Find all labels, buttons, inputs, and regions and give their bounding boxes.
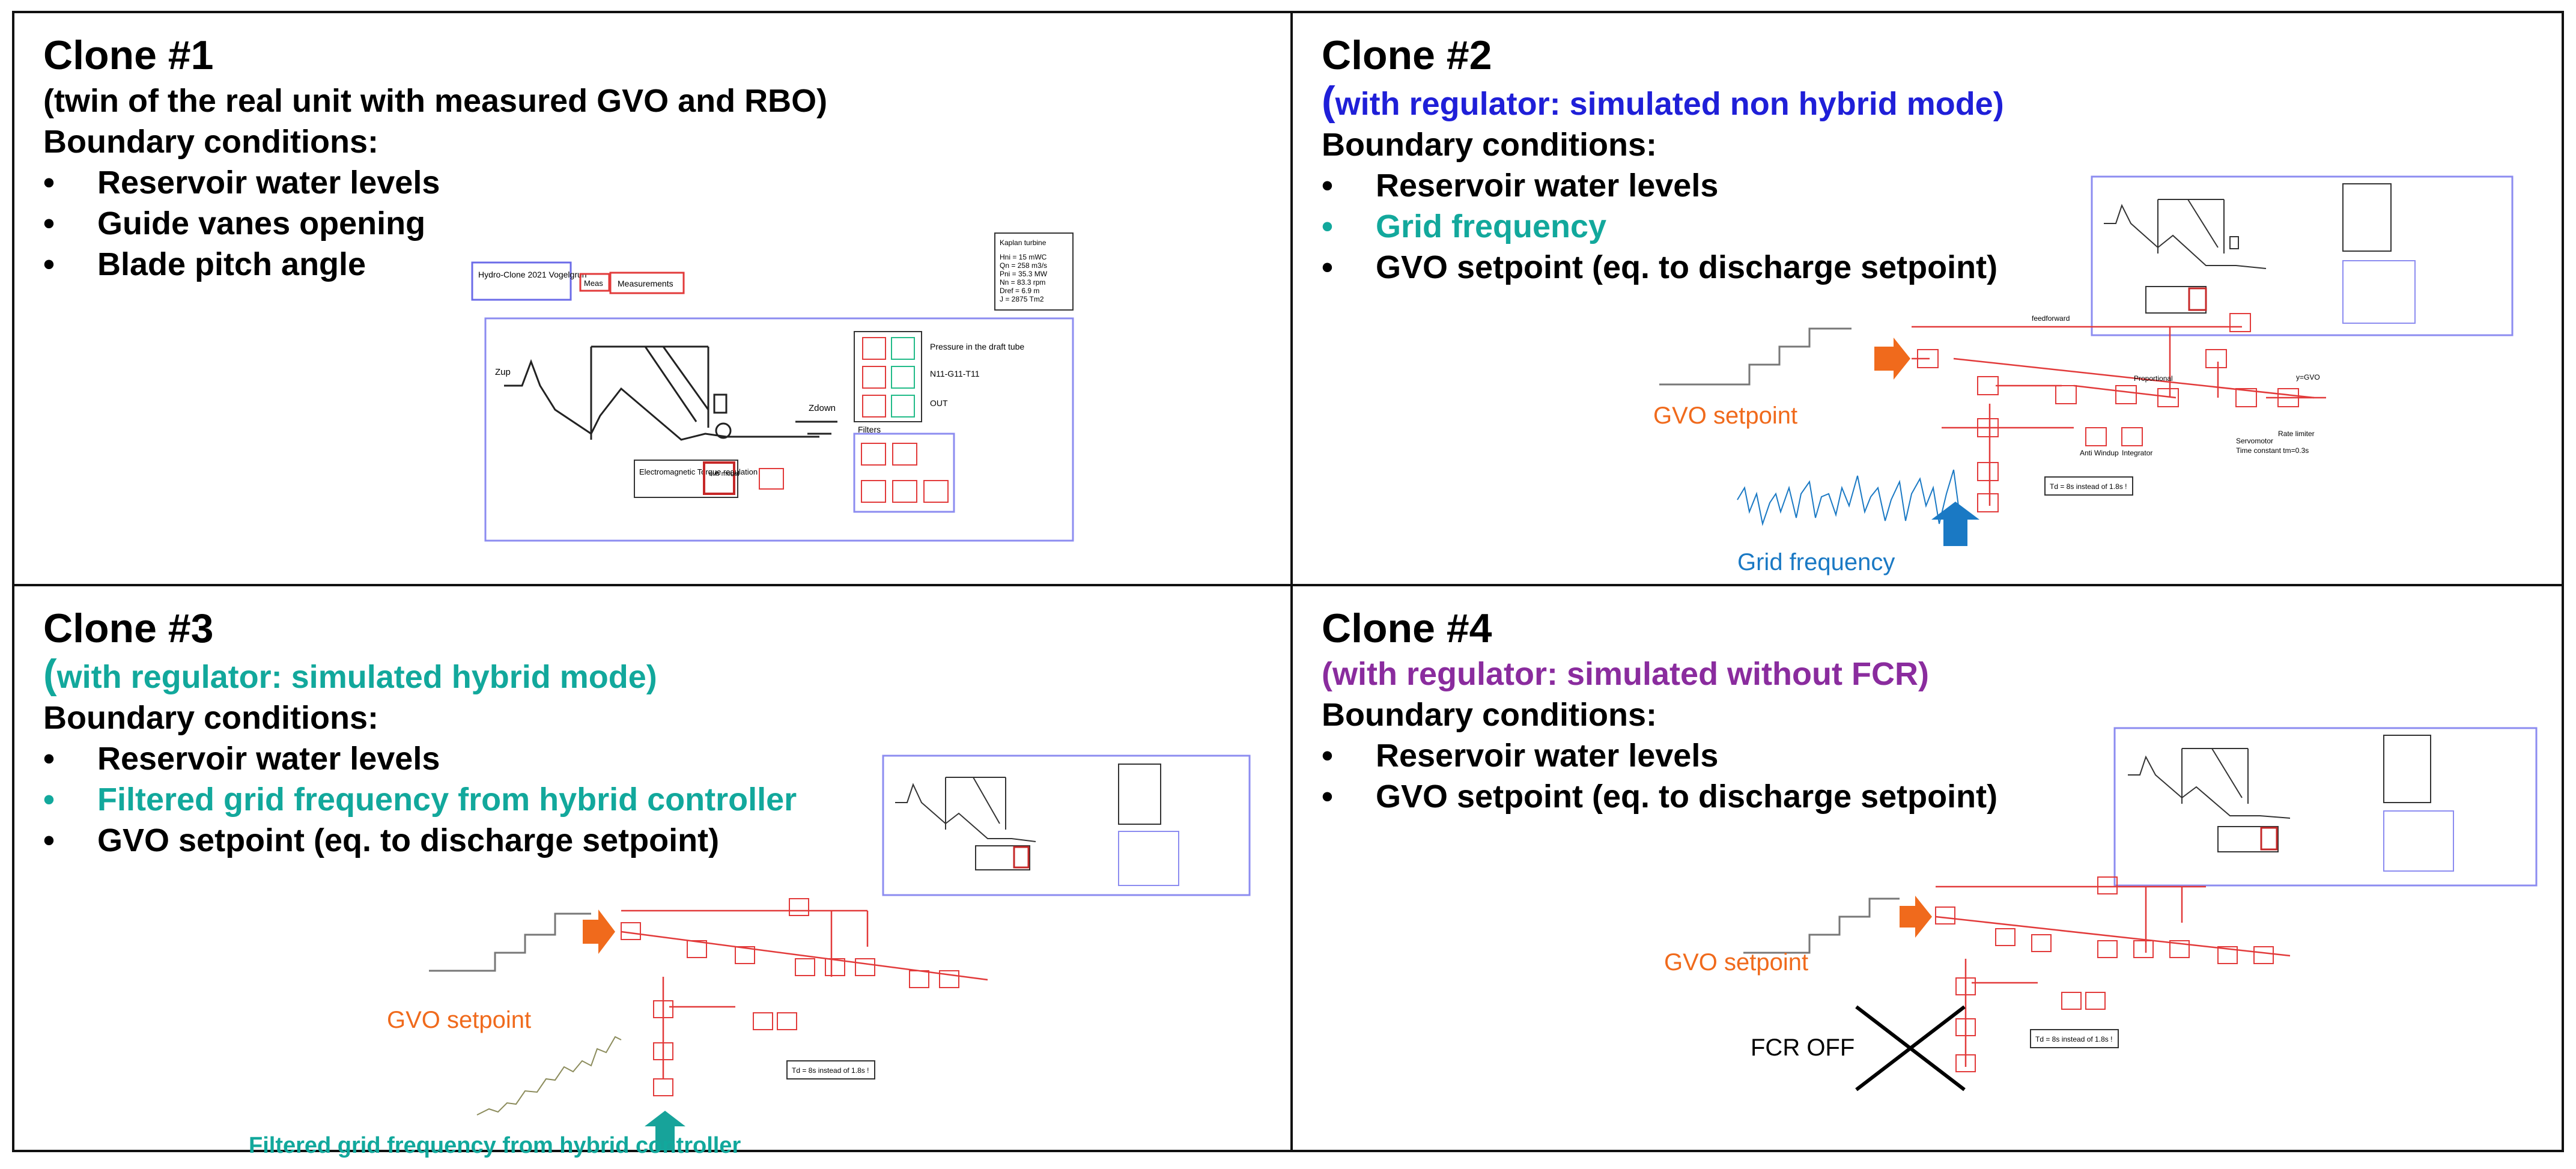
td-note-box (2030, 1029, 2119, 1048)
filtered-frequency-signal (476, 1036, 622, 1116)
svg-text:Time constant tm=0.3s: Time constant tm=0.3s (2236, 446, 2309, 455)
panel-clone-4: Clone #4 (with regulator: simulated with… (1293, 586, 2566, 1155)
svg-text:feedforward: feedforward (2032, 314, 2070, 323)
svg-text:Td = 8s instead of 1.8s !: Td = 8s instead of 1.8s ! (2050, 482, 2127, 491)
svg-text:Filters: Filters (858, 425, 881, 434)
clone-title: Clone #3 (43, 606, 214, 651)
bullet-reservoir: Reservoir water levels (43, 738, 797, 779)
bullet-gvo-setpoint: GVO setpoint (eq. to discharge setpoint) (1322, 247, 2004, 288)
gvo-setpoint-label: GVO setpoint (387, 1007, 532, 1033)
svg-text:Measurements: Measurements (618, 279, 673, 288)
clone2-regulator-schematic: feedforward Proportional Anti Windup Int… (1659, 313, 2326, 546)
clone-title: Clone #1 (43, 32, 214, 78)
svg-text:Td = 8s instead of 1.8s !: Td = 8s instead of 1.8s ! (792, 1066, 869, 1075)
grid-frequency-label: Grid frequency (1737, 549, 1895, 575)
svg-text:Rate limiter: Rate limiter (2278, 430, 2315, 438)
clone4-regulator-schematic: Td = 8s instead of 1.8s ! (1743, 876, 2291, 1092)
gvo-input-arrow (1900, 896, 1932, 938)
svg-text:Kaplan turbine Hni = 1: Kaplan turbine Hni = 15 mWC Qn = 258 m3/… (1000, 238, 1049, 303)
td-note-box (2044, 476, 2133, 496)
gvo-input-arrow (583, 909, 615, 954)
clone-subtitle: (with regulator: simulated hybrid mode) (43, 651, 657, 697)
clone-grid: Clone #1 (twin of the real unit with mea… (12, 11, 2566, 1158)
boundary-heading: Boundary conditions: (43, 700, 378, 736)
boundary-list: Reservoir water levels GVO setpoint (eq.… (1322, 735, 1997, 817)
boundary-heading: Boundary conditions: (1322, 697, 1657, 733)
boundary-list: Reservoir water levels Filtered grid fre… (43, 738, 797, 861)
clone3-regulator-schematic: Td = 8s instead of 1.8s ! (429, 898, 988, 1150)
clone-subtitle: (with regulator: simulated without FCR) (1322, 656, 1929, 692)
clone4-model-thumbnail (2113, 727, 2538, 887)
kaplan-box (994, 232, 1074, 311)
fcr-off-label: FCR OFF (1751, 1034, 1855, 1061)
clone-subtitle: (twin of the real unit with measured GVO… (43, 83, 828, 119)
model-frame (484, 317, 1074, 542)
grid-frequency-signal (1737, 469, 1960, 526)
bullet-reservoir: Reservoir water levels (43, 162, 827, 203)
bullet-reservoir: Reservoir water levels (1322, 735, 1997, 776)
svg-text:sub model: sub model (709, 470, 740, 478)
gvo-step-curve (1743, 897, 1900, 954)
boundary-heading: Boundary conditions: (1322, 127, 1657, 163)
clone3-model-thumbnail (882, 755, 1251, 896)
boundary-list: Reservoir water levels Grid frequency GV… (1322, 165, 2004, 288)
gvo-setpoint-label: GVO setpoint (1664, 949, 1809, 976)
grid-input-arrow (1931, 502, 1979, 546)
boundary-heading: Boundary conditions: (43, 124, 378, 160)
svg-text:Integrator: Integrator (2122, 449, 2152, 457)
clone-title: Clone #4 (1322, 606, 1492, 651)
panel-clone-3: Clone #3 (with regulator: simulated hybr… (14, 586, 1288, 1158)
meas-button[interactable] (579, 273, 610, 292)
gvo-input-arrow (1874, 338, 1910, 380)
fcr-off-cross (1855, 1005, 1966, 1092)
svg-text:Anti Windup: Anti Windup (2080, 449, 2119, 457)
bullet-grid-frequency: Grid frequency (1322, 206, 2004, 247)
clone2-model-thumbnail (2091, 175, 2514, 336)
svg-text:Pressure in the draft tube: Pressure in the draft tube (930, 342, 1024, 351)
svg-text:Td = 8s instead of 1.8s !: Td = 8s instead of 1.8s ! (2035, 1035, 2112, 1043)
hydro-clone-title: Hydro-Clone 2021 Vogelgrun (478, 270, 587, 279)
hydraulic-network (504, 345, 837, 441)
svg-text:Electromagnetic Torque regulat: Electromagnetic Torque regulation (639, 467, 758, 476)
svg-text:Proportional: Proportional (2134, 374, 2173, 383)
svg-text:Zup: Zup (495, 367, 511, 377)
svg-text:N11-G11-T11: N11-G11-T11 (930, 369, 980, 378)
horizontal-divider (14, 584, 2562, 586)
bullet-blade-pitch: Blade pitch angle (43, 244, 827, 285)
clone-subtitle: (with regulator: simulated non hybrid mo… (1322, 78, 2004, 124)
filtered-frequency-label: Filtered grid frequency from hybrid cont… (249, 1133, 741, 1158)
bullet-filtered-frequency: Filtered grid frequency from hybrid cont… (43, 779, 797, 820)
svg-text:y=GVO: y=GVO (2296, 373, 2320, 381)
filters-box (853, 433, 955, 513)
gvo-step-curve (1659, 327, 1852, 386)
bullet-reservoir: Reservoir water levels (1322, 165, 2004, 206)
svg-text:OUT: OUT (930, 398, 948, 408)
filtered-input-arrow (645, 1111, 685, 1150)
panel-clone-2: Clone #2 (with regulator: simulated non … (1293, 13, 2566, 581)
bullet-gvo-setpoint: GVO setpoint (eq. to discharge setpoint) (43, 820, 797, 861)
gvo-setpoint-label: GVO setpoint (1653, 402, 1798, 429)
bullet-gvo-setpoint: GVO setpoint (eq. to discharge setpoint) (1322, 776, 1997, 817)
gvo-step-curve (429, 912, 591, 972)
svg-text:Zdown: Zdown (809, 403, 836, 413)
panel-clone-1: Clone #1 (twin of the real unit with mea… (14, 13, 1288, 581)
sub-model-block[interactable] (703, 461, 735, 495)
bullet-guide-vanes: Guide vanes opening (43, 203, 827, 244)
boundary-list: Reservoir water levels Guide vanes openi… (43, 162, 827, 285)
clone1-schematic: Hydro-Clone 2021 Vogelgrun Meas Measurem… (471, 232, 1074, 542)
svg-text:Servomotor: Servomotor (2236, 437, 2273, 445)
output-blocks (854, 331, 922, 422)
clone-title: Clone #2 (1322, 32, 1492, 78)
td-note-box (786, 1060, 875, 1079)
vertical-divider (1290, 13, 1293, 1150)
svg-text:Meas: Meas (584, 279, 603, 288)
em-torque-box (634, 460, 738, 498)
